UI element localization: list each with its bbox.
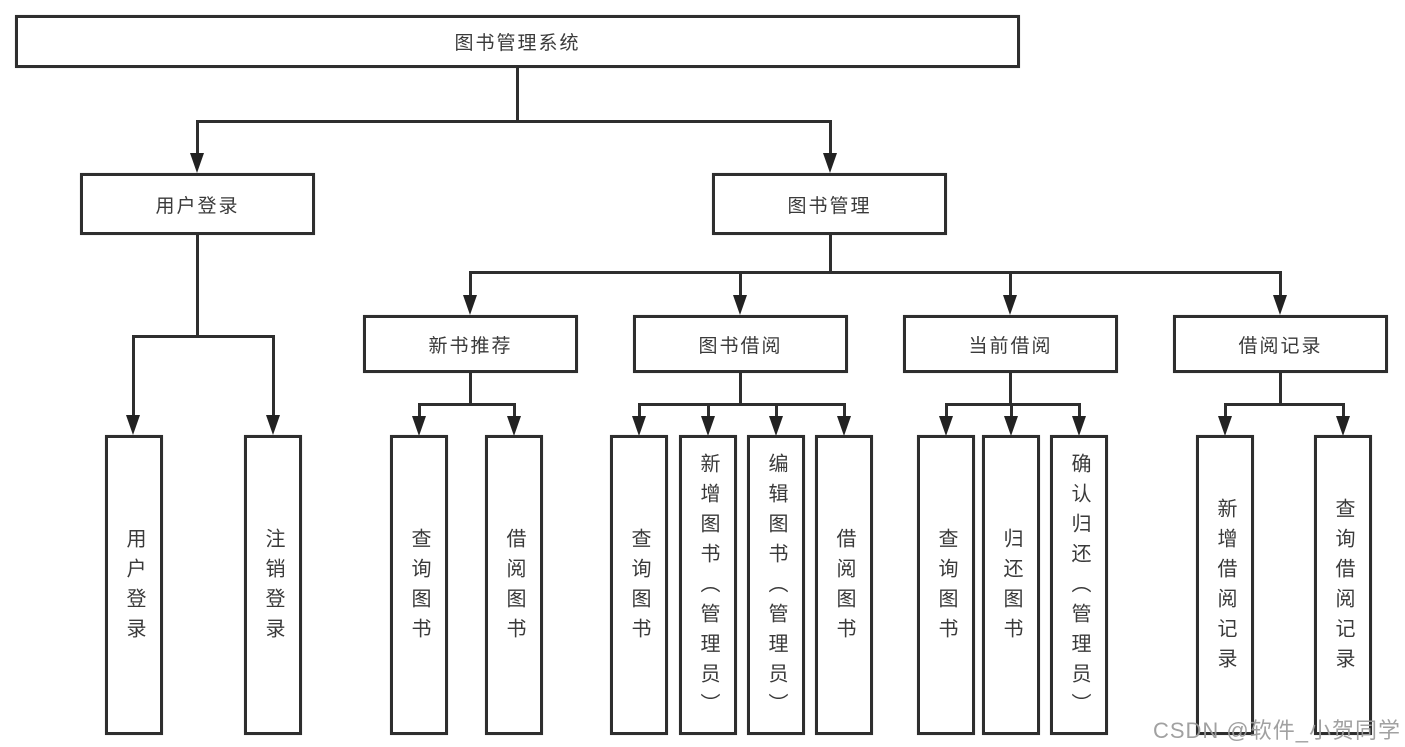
connector-line — [512, 403, 516, 417]
arrow-down-icon — [412, 416, 426, 436]
connector-line — [1009, 373, 1012, 406]
connector-line — [515, 68, 519, 123]
leaf-label: 确认归还（管理员） — [1068, 453, 1090, 723]
node-book-management: 图书管理 — [712, 173, 947, 235]
connector-line — [195, 120, 199, 156]
node-label: 图书借阅 — [698, 335, 783, 357]
leaf-confirm-return-admin: 确认归还（管理员） — [1050, 435, 1108, 735]
arrow-down-icon — [126, 415, 140, 435]
connector-line — [417, 403, 421, 417]
leaf-logout: 注销登录 — [244, 435, 302, 735]
leaf-label: 编辑图书（管理员） — [765, 453, 787, 723]
arrow-down-icon — [1003, 295, 1017, 315]
connector-line — [195, 120, 832, 123]
connector-line — [1077, 403, 1081, 417]
leaf-borrow-book: 借阅图书 — [815, 435, 873, 735]
leaf-query-book: 查询图书 — [390, 435, 448, 735]
arrow-down-icon — [190, 153, 204, 173]
connector-line — [944, 403, 948, 417]
connector-line — [1008, 271, 1012, 297]
leaf-label: 查询图书 — [935, 528, 957, 648]
connector-line — [131, 335, 275, 338]
connector-line — [1009, 403, 1013, 417]
connector-line — [774, 403, 778, 417]
csdn-watermark: CSDN @软件_小贺同学 — [1152, 718, 1401, 743]
leaf-label: 注销登录 — [262, 528, 284, 648]
arrow-down-icon — [632, 416, 646, 436]
leaf-label: 借阅图书 — [503, 528, 525, 648]
connector-line — [842, 403, 846, 417]
arrow-down-icon — [733, 295, 747, 315]
leaf-borrow-book: 借阅图书 — [485, 435, 543, 735]
node-label: 用户登录 — [155, 195, 240, 217]
arrow-down-icon — [1072, 416, 1086, 436]
leaf-query-book: 查询图书 — [917, 435, 975, 735]
arrow-down-icon — [769, 416, 783, 436]
leaf-user-login: 用户登录 — [105, 435, 163, 735]
connector-line — [637, 403, 846, 406]
node-user-login: 用户登录 — [80, 173, 315, 235]
leaf-label: 查询借阅记录 — [1332, 498, 1354, 678]
connector-line — [828, 120, 832, 156]
leaf-return-book: 归还图书 — [982, 435, 1040, 735]
connector-line — [468, 271, 1282, 274]
connector-line — [1279, 373, 1282, 406]
connector-line — [944, 403, 1081, 406]
leaf-label: 借阅图书 — [833, 528, 855, 648]
connector-line — [417, 403, 516, 406]
leaf-query-book: 查询图书 — [610, 435, 668, 735]
arrow-down-icon — [823, 153, 837, 173]
leaf-label: 用户登录 — [123, 528, 145, 648]
leaf-add-borrow-record: 新增借阅记录 — [1196, 435, 1254, 735]
node-borrow-record: 借阅记录 — [1173, 315, 1388, 373]
arrow-down-icon — [507, 416, 521, 436]
connector-line — [1223, 403, 1227, 417]
node-root-label: 图书管理系统 — [454, 33, 581, 54]
arrow-down-icon — [837, 416, 851, 436]
node-current-borrow: 当前借阅 — [903, 315, 1118, 373]
arrow-down-icon — [1273, 295, 1287, 315]
node-root: 图书管理系统 — [15, 15, 1020, 68]
arrow-down-icon — [266, 415, 280, 435]
connector-line — [739, 373, 742, 406]
arrow-down-icon — [1336, 416, 1350, 436]
connector-line — [1223, 403, 1345, 406]
leaf-label: 归还图书 — [1000, 528, 1022, 648]
leaf-label: 查询图书 — [408, 528, 430, 648]
connector-line — [195, 235, 199, 335]
arrow-down-icon — [1218, 416, 1232, 436]
node-new-book-recommend: 新书推荐 — [363, 315, 578, 373]
node-label: 当前借阅 — [968, 335, 1053, 357]
arrow-down-icon — [463, 295, 477, 315]
node-book-borrow: 图书借阅 — [633, 315, 848, 373]
arrow-down-icon — [1004, 416, 1018, 436]
connector-line — [131, 335, 135, 417]
connector-line — [637, 403, 641, 417]
connector-line — [271, 335, 275, 417]
connector-line — [738, 271, 742, 297]
node-label: 新书推荐 — [428, 335, 513, 357]
connector-line — [828, 235, 832, 274]
arrow-down-icon — [701, 416, 715, 436]
connector-line — [1341, 403, 1345, 417]
node-label: 图书管理 — [787, 195, 872, 217]
arrow-down-icon — [939, 416, 953, 436]
connector-line — [469, 373, 472, 406]
node-label: 借阅记录 — [1238, 335, 1323, 357]
connector-line — [1278, 271, 1282, 297]
leaf-edit-book-admin: 编辑图书（管理员） — [747, 435, 805, 735]
leaf-label: 查询图书 — [628, 528, 650, 648]
leaf-label: 新增图书（管理员） — [697, 453, 719, 723]
leaf-label: 新增借阅记录 — [1214, 498, 1236, 678]
connector-line — [706, 403, 710, 417]
leaf-query-borrow-record: 查询借阅记录 — [1314, 435, 1372, 735]
connector-line — [468, 271, 472, 297]
leaf-add-book-admin: 新增图书（管理员） — [679, 435, 737, 735]
